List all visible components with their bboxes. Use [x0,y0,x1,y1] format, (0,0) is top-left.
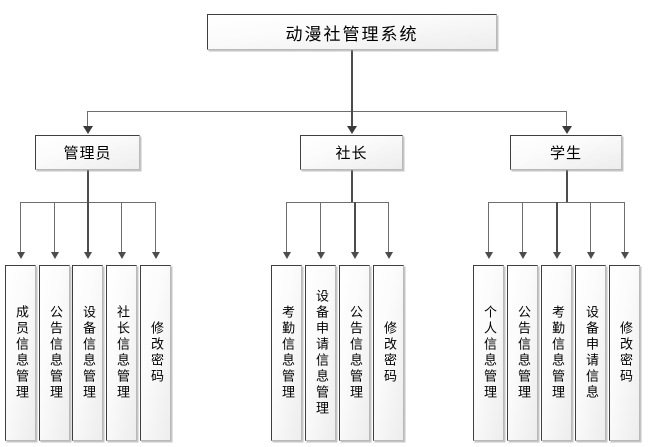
node-leaf-student-3[interactable]: 考勤信息管理 [541,265,572,441]
connector-student-drop-4 [590,202,591,257]
connector-drop-admin [87,111,88,132]
node-leaf-president-1-label: 考勤信息管理 [279,305,294,401]
connector-admin-drop-3 [87,202,89,257]
node-leaf-admin-4[interactable]: 社长信息管理 [106,265,137,441]
connector-admin-drop-2 [54,202,55,257]
node-leaf-student-2[interactable]: 公告信息管理 [507,265,538,441]
node-leaf-president-4[interactable]: 修改密码 [373,265,404,441]
connector-drop-student [566,111,567,132]
arrowhead-student [562,126,572,134]
node-leaf-president-2-label: 设备申请信息管理 [313,289,328,417]
connector-president-drop-1 [286,202,287,257]
node-leaf-student-2-label: 公告信息管理 [515,305,530,401]
node-leaf-president-3-label: 公告信息管理 [347,305,362,401]
node-leaf-president-4-label: 修改密码 [381,321,396,385]
arrowhead-president [347,126,357,134]
connector-root-bus [87,111,567,112]
arrowhead-admin-child-1 [17,252,25,259]
node-leaf-admin-1[interactable]: 成员信息管理 [5,265,36,441]
node-root-system[interactable]: 动漫社管理系统 [207,14,497,50]
connector-student-drop-5 [624,202,625,257]
node-leaf-student-5-label: 修改密码 [617,321,632,385]
connector-root-trunk [351,50,353,112]
connector-admin-trunk [87,170,89,203]
arrowhead-president-child-3 [351,252,359,259]
node-leaf-president-2[interactable]: 设备申请信息管理 [305,265,336,441]
arrowhead-student-child-5 [621,252,629,259]
node-root-label: 动漫社管理系统 [285,24,419,45]
arrowhead-president-child-4 [385,252,393,259]
node-leaf-student-5[interactable]: 修改密码 [609,265,640,441]
node-leaf-student-1[interactable]: 个人信息管理 [473,265,504,441]
arrowhead-student-child-2 [519,252,527,259]
node-leaf-student-3-label: 考勤信息管理 [549,305,564,401]
node-leaf-admin-5-label: 修改密码 [148,321,163,385]
node-leaf-admin-4-label: 社长信息管理 [114,305,129,401]
node-role-admin-label: 管理员 [63,144,112,162]
node-leaf-admin-3[interactable]: 设备信息管理 [72,265,103,441]
arrowhead-admin-child-3 [84,252,92,259]
arrowhead-president-child-1 [283,252,291,259]
node-leaf-admin-1-label: 成员信息管理 [13,305,28,401]
node-role-student-label: 学生 [549,144,582,162]
node-leaf-president-3[interactable]: 公告信息管理 [339,265,370,441]
connector-president-drop-3 [354,202,356,257]
node-leaf-student-1-label: 个人信息管理 [481,305,496,401]
arrowhead-admin-child-4 [118,252,126,259]
node-role-president[interactable]: 社长 [300,135,403,170]
arrowhead-admin-child-5 [152,252,160,259]
connector-admin-drop-1 [20,202,21,257]
connector-student-drop-2 [522,202,523,257]
connector-president-drop-2 [320,202,321,257]
node-leaf-admin-3-label: 设备信息管理 [80,305,95,401]
connector-president-bus [286,202,388,203]
node-leaf-admin-2-label: 公告信息管理 [47,305,62,401]
arrowhead-president-child-2 [317,252,325,259]
node-role-student[interactable]: 学生 [510,135,622,170]
node-leaf-student-4[interactable]: 设备申请信息 [575,265,606,441]
arrowhead-admin-child-2 [51,252,59,259]
node-leaf-admin-5[interactable]: 修改密码 [140,265,171,441]
connector-admin-drop-4 [121,202,122,257]
connector-drop-president [351,111,353,132]
connector-student-drop-3 [556,202,558,257]
node-leaf-president-1[interactable]: 考勤信息管理 [271,265,302,441]
arrowhead-student-child-3 [553,252,561,259]
arrowhead-admin [83,126,93,134]
node-leaf-student-4-label: 设备申请信息 [583,305,598,401]
node-role-admin[interactable]: 管理员 [35,135,140,170]
arrowhead-student-child-4 [587,252,595,259]
arrowhead-student-child-1 [485,252,493,259]
connector-admin-drop-5 [155,202,156,257]
connector-president-drop-4 [388,202,389,257]
connector-student-drop-1 [488,202,489,257]
node-role-president-label: 社长 [335,144,368,162]
connector-student-trunk [566,170,568,203]
connector-president-trunk [351,170,353,203]
node-leaf-admin-2[interactable]: 公告信息管理 [39,265,70,441]
